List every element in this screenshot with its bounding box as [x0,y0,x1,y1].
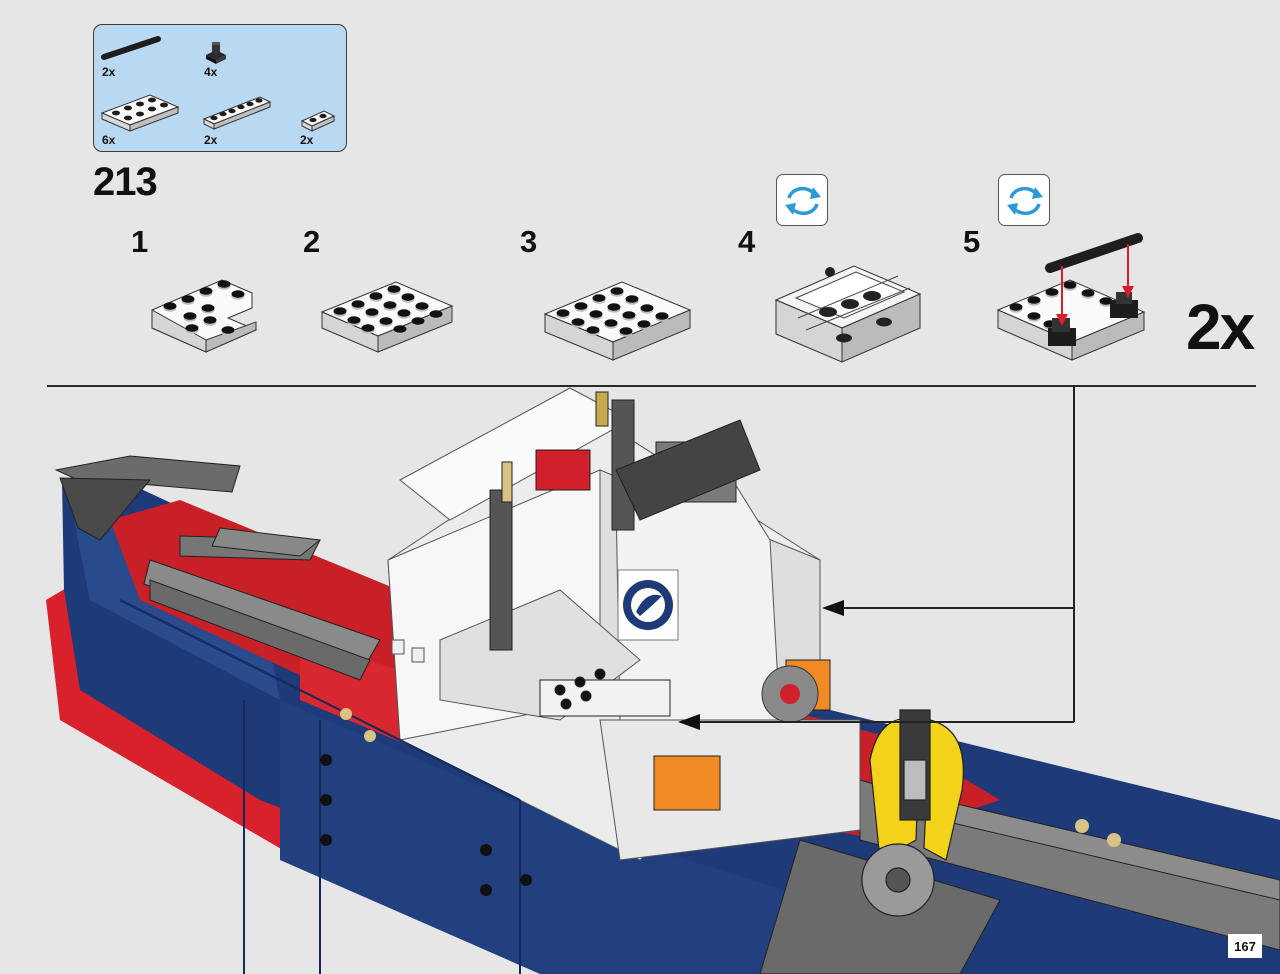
step-number: 213 [93,160,158,204]
black-axle-icon [101,36,161,60]
substep-number: 1 [131,224,149,259]
step-divider-line [47,385,1256,387]
bird-logo [617,569,679,641]
substep-5-assembly [996,233,1146,361]
substep-3-assembly [543,281,692,361]
hull-panels [119,599,521,974]
placement-arrowheads [678,600,844,730]
substep-number: 5 [963,224,981,259]
page-number: 167 [1228,934,1262,958]
substep-number: 2 [303,224,321,259]
part-quantity: 2x [300,133,314,147]
white-plate-2x4-icon [100,94,180,132]
black-plate-bracket-icon [206,42,226,64]
substep-2-assembly [320,281,454,353]
yellow-crane [861,709,964,917]
white-plate-1x6-icon [202,96,272,130]
mast-mechanism [489,391,761,717]
part-quantity: 2x [102,65,116,79]
hull-studs [320,708,1121,896]
rotate-model-icon [998,174,1050,226]
substep-4-assembly [774,265,922,363]
part-quantity: 6x [102,133,116,147]
white-plate-1x2-icon [300,110,336,132]
part-quantity: 2x [204,133,218,147]
parts-illustrations [100,36,336,132]
build-multiplier: 2x [1186,291,1255,363]
placement-callout-lines [692,386,1075,723]
grey-gear [761,665,819,723]
rotate-model-icon [776,174,828,226]
bow-beams [54,455,381,681]
aft-deck-beams [759,779,1280,974]
substep-number: 3 [520,224,538,259]
substep-1-assembly [151,279,258,353]
bridge-superstructure [387,387,861,861]
parts-callout: 2x 4x 6x 2x 2x [93,24,347,152]
part-quantity: 4x [204,65,218,79]
substep-number: 4 [738,224,756,259]
